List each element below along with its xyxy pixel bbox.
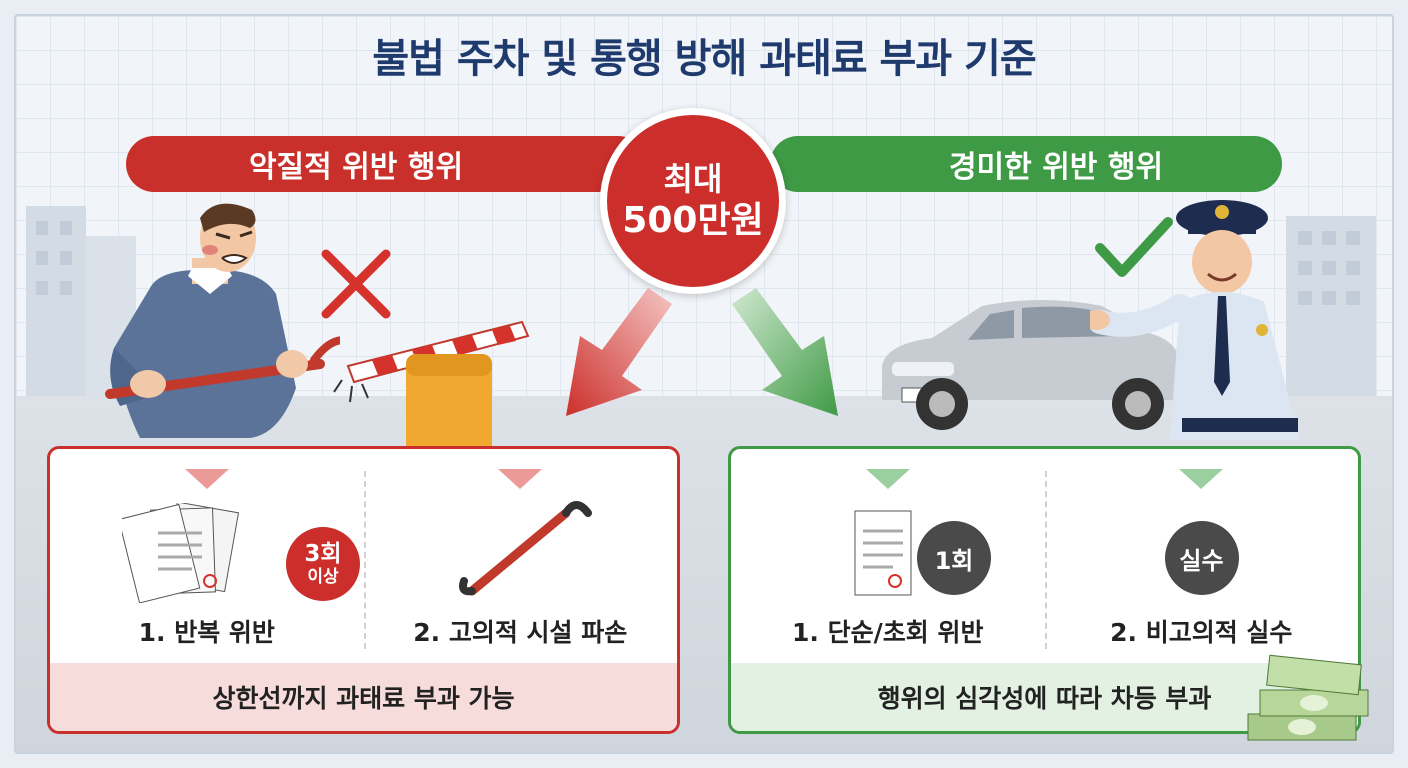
facility-damage-item: 2. 고의적 시설 파손 — [364, 449, 678, 663]
badge-count: 3회 — [304, 541, 342, 567]
crowbar-icon — [458, 501, 592, 596]
minor-footer: 행위의 심각성에 따라 차등 부과 — [731, 663, 1358, 731]
check-icon — [1095, 217, 1173, 277]
malicious-violation-header: 악질적 위반 행위 — [126, 136, 646, 192]
pointer-triangle-icon — [1179, 469, 1224, 489]
badge-suffix: 이상 — [307, 567, 339, 587]
unintentional-mistake-item: 실수 2. 비고의적 실수 — [1045, 449, 1359, 663]
pointer-triangle-icon — [184, 469, 229, 489]
buildings-left-icon — [26, 206, 136, 396]
buildings-right-icon — [1286, 216, 1376, 396]
one-time-badge: 1회 — [917, 521, 991, 595]
unintentional-mistake-label: 2. 비고의적 실수 — [1110, 618, 1293, 647]
max-fine-amount: 500만원 — [622, 200, 764, 241]
angry-man-icon — [105, 203, 340, 438]
pointer-triangle-icon — [865, 469, 910, 489]
three-times-badge: 3회 이상 — [286, 527, 360, 601]
malicious-footer: 상한선까지 과태료 부과 가능 — [50, 663, 677, 731]
first-violation-label: 1. 단순/초회 위반 — [792, 618, 984, 647]
tickets-icon — [122, 503, 240, 603]
cross-icon — [321, 249, 391, 319]
max-fine-line1: 최대 — [663, 160, 723, 198]
repeat-violation-label: 1. 반복 위반 — [138, 618, 275, 647]
cash-icon — [1247, 654, 1369, 741]
minor-violation-panel: 1회 1. 단순/초회 위반 실수 2. 비고의적 실수 행위의 심각성에 따라… — [728, 446, 1361, 734]
pointer-triangle-icon — [498, 469, 543, 489]
page-title: 불법 주차 및 통행 방해 과태료 부과 기준 — [372, 36, 1036, 82]
badge-text: 실수 — [1179, 546, 1224, 575]
barrier-icon — [333, 320, 530, 454]
police-officer-icon — [1090, 200, 1300, 440]
first-violation-item: 1회 1. 단순/초회 위반 — [731, 449, 1045, 663]
arrows-icon — [566, 288, 838, 416]
panel-divider — [1044, 471, 1047, 649]
max-fine-badge: 최대 500만원 — [600, 108, 786, 294]
ticket-icon — [854, 510, 912, 596]
mistake-badge: 실수 — [1164, 521, 1239, 595]
minor-violation-header: 경미한 위반 행위 — [770, 136, 1282, 192]
malicious-violation-panel: 3회 이상 1. 반복 위반 2. 고의적 시설 파손 상한선까지 과태료 부과… — [47, 446, 680, 734]
panel-divider — [363, 471, 366, 649]
facility-damage-label: 2. 고의적 시설 파손 — [413, 618, 628, 647]
badge-count: 1회 — [934, 546, 974, 575]
repeat-violation-item: 3회 이상 1. 반복 위반 — [50, 449, 364, 663]
